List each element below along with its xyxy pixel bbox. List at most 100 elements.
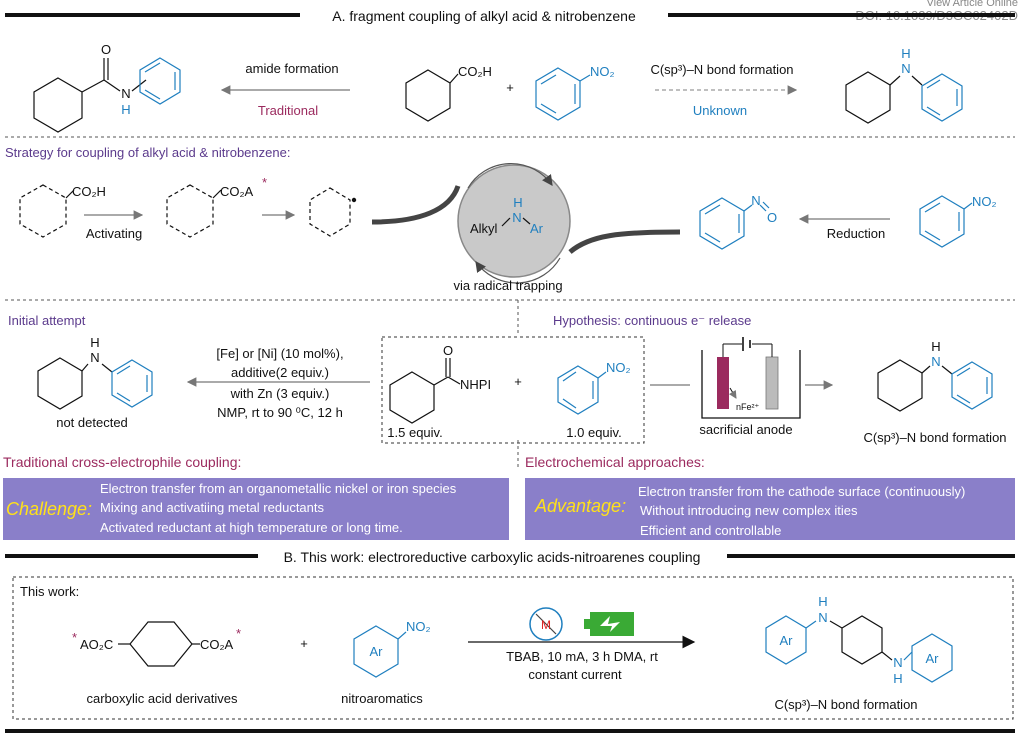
- via-radical-label: via radical trapping: [453, 278, 562, 293]
- cycle-circle: [457, 164, 571, 278]
- initial-plus: +: [514, 374, 522, 389]
- section-a-title: A. fragment coupling of alkyl acid & nit…: [332, 8, 636, 24]
- amine-product-a: [845, 71, 963, 124]
- b-product: [765, 615, 953, 683]
- b-star-left: *: [72, 630, 77, 645]
- nitrosobenzene: [699, 197, 770, 250]
- electro-box-title: Electrochemical approaches:: [525, 454, 705, 470]
- b-prod-h-top: H: [818, 594, 827, 609]
- watermark-line1: View Article Online: [926, 0, 1018, 9]
- cycle-alkyl: Alkyl: [470, 221, 498, 236]
- unknown-label: Unknown: [693, 103, 747, 118]
- cycle-n: N: [512, 210, 521, 225]
- nhpi-o: O: [443, 343, 453, 358]
- b-prod-n-top: N: [818, 610, 827, 625]
- activating-label: Activating: [86, 226, 142, 241]
- challenge-label: Challenge:: [6, 499, 92, 519]
- not-detected-label: not detected: [56, 415, 128, 430]
- nitroso-n: N: [751, 193, 760, 208]
- hyp-h: H: [931, 339, 940, 354]
- cyclohexyl-acid-ring: [405, 69, 451, 122]
- challenge-line-3: Activated reductant at high temperature …: [100, 520, 403, 535]
- cycle-ar: Ar: [530, 221, 544, 236]
- strategy-co2h: CO₂H: [72, 184, 106, 199]
- b-prod-n-bottom: N: [893, 655, 902, 670]
- amine-a-n: N: [901, 61, 910, 76]
- initial-cond-1: [Fe] or [Ni] (10 mol%),: [216, 346, 343, 361]
- csp3-label-a: C(sp³)–N bond formation: [650, 62, 793, 77]
- b-prod-h-bottom: H: [893, 671, 902, 686]
- amide-h: H: [121, 102, 130, 117]
- advantage-box: [525, 478, 1015, 540]
- b-carboxylic-label: carboxylic acid derivatives: [86, 691, 238, 706]
- not-detected-product: [37, 357, 153, 410]
- csp3-label-hyp: C(sp³)–N bond formation: [863, 430, 1006, 445]
- battery-icon: [584, 612, 634, 636]
- hypothesis-title: Hypothesis: continuous e⁻ release: [553, 313, 751, 328]
- strategy-ring-2: [166, 184, 214, 238]
- not-detected-n: N: [90, 350, 99, 365]
- b-ar-left: Ar: [370, 644, 384, 659]
- cycle-exit-bar: [568, 229, 681, 254]
- this-work-box: [12, 576, 1014, 720]
- acid-co2h: CO₂H: [458, 64, 492, 79]
- b-plus: +: [300, 636, 308, 651]
- plus-a: +: [506, 80, 514, 95]
- b-star-right: *: [236, 626, 241, 641]
- nhpi-label: NHPI: [460, 377, 491, 392]
- amine-a-h: H: [901, 46, 910, 61]
- b-prod-ar-left: Ar: [780, 633, 794, 648]
- b-cyclohexane: [129, 621, 193, 667]
- strategy-title: Strategy for coupling of alkyl acid & ni…: [5, 145, 290, 160]
- sacrificial-label: sacrificial anode: [699, 422, 792, 437]
- amide-formation-label: amide formation: [245, 61, 338, 76]
- challenge-box: [3, 478, 509, 540]
- b-nitroaromatics-label: nitroaromatics: [341, 691, 423, 706]
- b-conditions: TBAB, 10 mA, 3 h DMA, rt: [506, 649, 658, 664]
- not-detected-h: H: [90, 335, 99, 350]
- amide-n: N: [121, 86, 130, 101]
- b-prod-ar-right: Ar: [926, 651, 940, 666]
- equiv-10: 1.0 equiv.: [566, 425, 621, 440]
- hyp-n: N: [931, 354, 940, 369]
- advantage-label: Advantage:: [534, 496, 626, 516]
- radical-ring: [309, 187, 351, 237]
- amide-product: [33, 57, 181, 133]
- nfe-label: nFe²⁺: [736, 402, 760, 412]
- section-b-title: B. This work: electroreductive carboxyli…: [284, 549, 701, 565]
- traditional-box-title: Traditional cross-electrophile coupling:: [3, 454, 241, 470]
- nhpi-ring: [389, 371, 435, 424]
- nitro-a-label: NO₂: [590, 64, 615, 79]
- advantage-line-3: Efficient and controllable: [640, 523, 781, 538]
- challenge-line-1: Electron transfer from an organometallic…: [100, 481, 457, 496]
- advantage-line-1: Electron transfer from the cathode surfa…: [638, 484, 965, 499]
- b-co2a: CO₂A: [200, 637, 234, 652]
- strategy-ring-1: [19, 184, 67, 238]
- initial-cond-3: with Zn (3 equiv.): [230, 386, 330, 401]
- advantage-line-2: Without introducing new complex ities: [640, 503, 858, 518]
- amide-o: O: [101, 42, 111, 57]
- b-m: M: [541, 618, 551, 632]
- nitrobenzene-strategy: [919, 195, 973, 248]
- electrochemical-cell: [701, 337, 801, 419]
- b-ao2c: AO₂C: [80, 637, 113, 652]
- strategy-co2a: CO₂A: [220, 184, 254, 199]
- equiv-15: 1.5 equiv.: [387, 425, 442, 440]
- challenge-line-2: Mixing and activatiing metal reductants: [100, 500, 325, 515]
- b-no2: NO₂: [406, 619, 431, 634]
- reduction-label: Reduction: [827, 226, 886, 241]
- nitrobenzene-initial: [557, 365, 607, 415]
- nitroso-o: O: [767, 210, 777, 225]
- stir-icon: [529, 607, 563, 641]
- strategy-star: *: [262, 175, 267, 190]
- initial-cond-2: additive(2 equiv.): [231, 365, 329, 380]
- hyp-amine-product: [877, 359, 993, 412]
- traditional-label: Traditional: [258, 103, 318, 118]
- nitro-initial-label: NO₂: [606, 360, 631, 375]
- nitro-strategy-label: NO₂: [972, 194, 997, 209]
- b-constant: constant current: [528, 667, 622, 682]
- this-work-label: This work:: [20, 584, 79, 599]
- nitrobenzene-a: [535, 67, 591, 121]
- b-nitroarene: [353, 625, 407, 678]
